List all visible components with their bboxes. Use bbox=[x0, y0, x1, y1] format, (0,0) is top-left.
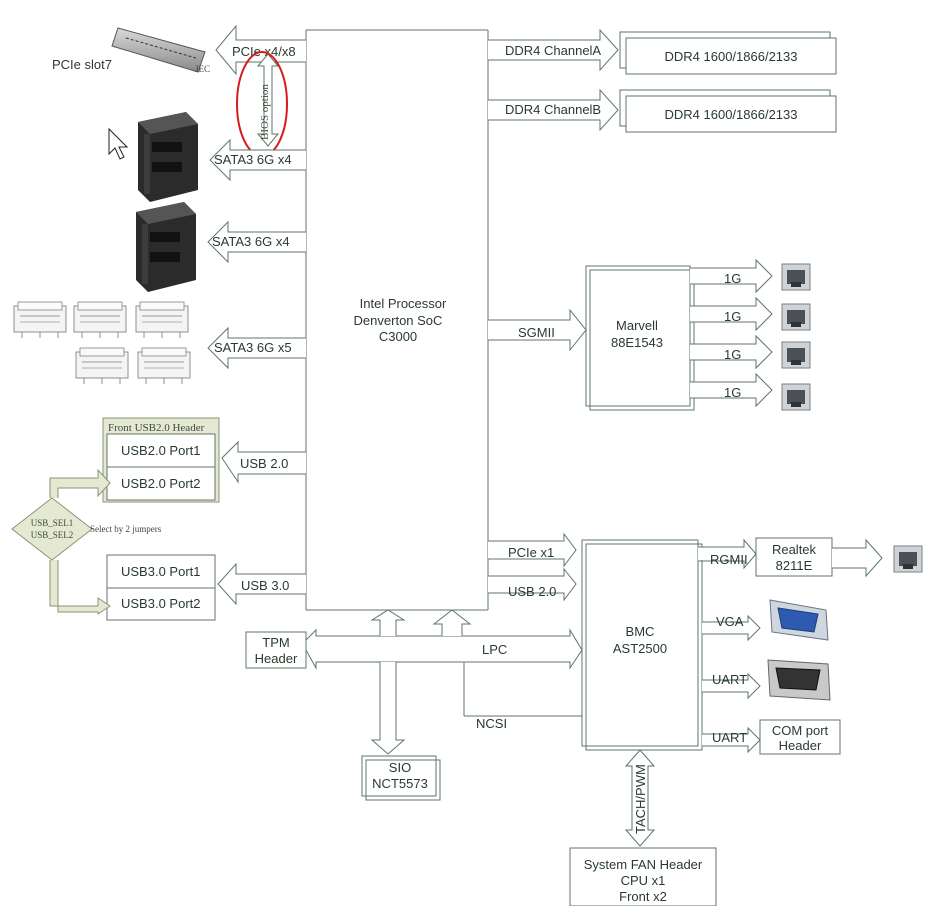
com-line1: COM port bbox=[772, 723, 829, 738]
ddr-b-channel-label: DDR4 ChannelB bbox=[505, 102, 601, 117]
usb2-port1-label: USB2.0 Port1 bbox=[121, 443, 201, 458]
realtek-line1: Realtek bbox=[772, 542, 817, 557]
soc-ncsi-up-arrow bbox=[432, 609, 472, 636]
sata1-bus-arrow bbox=[209, 138, 306, 182]
tpm-line1: TPM bbox=[262, 635, 289, 650]
sata-connector-2-icon bbox=[136, 202, 196, 292]
sata2-bus-arrow bbox=[207, 220, 306, 264]
gbe2-label: 1G bbox=[724, 309, 741, 324]
soc-line2: Denverton SoC bbox=[354, 313, 443, 328]
realtek-line2: 8211E bbox=[776, 558, 813, 573]
uart2-label: UART bbox=[712, 730, 747, 745]
soc-line3: C3000 bbox=[379, 329, 417, 344]
bmc-pcie-arrow bbox=[488, 532, 577, 568]
usb-sel2-label: USB_SEL2 bbox=[31, 530, 74, 540]
usb3-bus-label: USB 3.0 bbox=[241, 578, 289, 593]
sio-bus-arrow bbox=[370, 662, 406, 755]
ddr-a-channel-label: DDR4 ChannelA bbox=[505, 43, 601, 58]
gbe1-label: 1G bbox=[724, 271, 741, 286]
realtek-out-arrow bbox=[832, 538, 883, 578]
bmc-pcie-label: PCIe x1 bbox=[508, 545, 554, 560]
front-usb-header: Front USB2.0 Header USB2.0 Port1 USB2.0 … bbox=[102, 417, 220, 503]
sio-line2: NCT5573 bbox=[372, 776, 428, 791]
usb2-bus-label: USB 2.0 bbox=[240, 456, 288, 471]
soc-bus-lines bbox=[305, 29, 489, 611]
usb3-ports: USB3.0 Port1 USB3.0 Port2 bbox=[106, 554, 216, 621]
usb-sel-jumpers: USB_SEL1 USB_SEL2 Select by 2 jumpers bbox=[11, 468, 162, 615]
sata3-bus-arrow bbox=[207, 326, 306, 370]
sata-connector-1-icon bbox=[138, 112, 198, 202]
ddr-a-module-label: DDR4 1600/1866/2133 bbox=[665, 49, 798, 64]
bmc-usb-arrow bbox=[488, 567, 577, 602]
bmc-line1: BMC bbox=[626, 624, 655, 639]
pcie-slot-image: JEC bbox=[111, 27, 210, 74]
bios-option-marker: BIOS option bbox=[236, 51, 288, 157]
mouse-cursor-icon bbox=[108, 127, 129, 160]
marvell-line2: 88E1543 bbox=[611, 335, 663, 350]
fan-header: System FAN Header CPU x1 Front x2 bbox=[569, 847, 717, 906]
uart1-label: UART bbox=[712, 672, 747, 687]
pcie-slot-label: PCIe slot7 bbox=[52, 57, 112, 72]
rj45-port3-icon bbox=[781, 341, 811, 369]
marvell-1g-ports: 1G 1G 1G 1G bbox=[690, 258, 811, 411]
ddr-b-module-label: DDR4 1600/1866/2133 bbox=[665, 107, 798, 122]
fan-line1: System FAN Header bbox=[584, 857, 703, 872]
vga-label: VGA bbox=[716, 614, 744, 629]
lpc-bus-arrow bbox=[305, 628, 583, 670]
sio-line1: SIO bbox=[389, 760, 411, 775]
fan-bus-label: TACH/PWM bbox=[633, 764, 648, 834]
ddr-channel-a: DDR4 ChannelA DDR4 1600/1866/2133 bbox=[488, 28, 837, 75]
tpm-line2: Header bbox=[255, 651, 298, 666]
fan-line3: Front x2 bbox=[619, 889, 667, 904]
usb2-bus-arrow bbox=[221, 440, 306, 484]
ncsi-label: NCSI bbox=[476, 716, 507, 731]
uart1-arrow bbox=[702, 672, 761, 700]
gbe4-label: 1G bbox=[724, 385, 741, 400]
rgmii-label: RGMII bbox=[710, 552, 748, 567]
fan-bus-arrow bbox=[624, 749, 656, 847]
lpc-label: LPC bbox=[482, 642, 507, 657]
com-port-header: COM port Header bbox=[759, 719, 841, 755]
bmc-chip: BMC AST2500 bbox=[581, 539, 703, 751]
usb3-port1-label: USB3.0 Port1 bbox=[121, 564, 201, 579]
marvell-chip: Marvell 88E1543 bbox=[585, 265, 695, 411]
soc-label: Intel Processor Denverton SoC C3000 bbox=[354, 296, 447, 344]
gbe3-label: 1G bbox=[724, 347, 741, 362]
soc-lpc-up-arrow bbox=[370, 609, 406, 636]
front-usb-header-title: Front USB2.0 Header bbox=[108, 422, 205, 434]
usb-sel-note: Select by 2 jumpers bbox=[90, 524, 162, 534]
usb3-port2-label: USB3.0 Port2 bbox=[121, 596, 201, 611]
pcie-slot-tiny-label: JEC bbox=[195, 64, 210, 74]
serial-connector-icon bbox=[767, 659, 831, 701]
bios-option-label: BIOS option bbox=[259, 84, 271, 140]
bmc-usb-label: USB 2.0 bbox=[508, 584, 556, 599]
sio-chip: SIO NCT5573 bbox=[361, 755, 441, 801]
rj45-port2-icon bbox=[781, 303, 811, 331]
usb2-port2-label: USB2.0 Port2 bbox=[121, 476, 201, 491]
sata2-label: SATA3 6G x4 bbox=[212, 234, 290, 249]
usb-sel1-label: USB_SEL1 bbox=[31, 518, 74, 528]
sata3-label: SATA3 6G x5 bbox=[214, 340, 292, 355]
pcie-bus-arrow bbox=[215, 24, 306, 76]
rj45-port1-icon bbox=[781, 263, 811, 291]
realtek-chip: Realtek 8211E bbox=[755, 537, 833, 577]
usb3-bus-arrow bbox=[217, 562, 306, 606]
rj45-realtek-icon bbox=[893, 545, 923, 573]
vga-arrow bbox=[702, 614, 761, 642]
ddr-channel-b: DDR4 ChannelB DDR4 1600/1866/2133 bbox=[488, 88, 837, 133]
bmc-line2: AST2500 bbox=[613, 641, 667, 656]
rj45-port4-icon bbox=[781, 383, 811, 411]
sgmii-label: SGMII bbox=[518, 325, 555, 340]
com-line2: Header bbox=[779, 738, 822, 753]
marvell-line1: Marvell bbox=[616, 318, 658, 333]
soc-line1: Intel Processor bbox=[360, 296, 447, 311]
vga-connector-icon bbox=[769, 599, 829, 641]
tpm-header: TPM Header bbox=[245, 631, 307, 669]
sata1-label: SATA3 6G x4 bbox=[214, 152, 292, 167]
fan-line2: CPU x1 bbox=[621, 873, 666, 888]
sata-connectors-white-icon bbox=[13, 301, 191, 385]
